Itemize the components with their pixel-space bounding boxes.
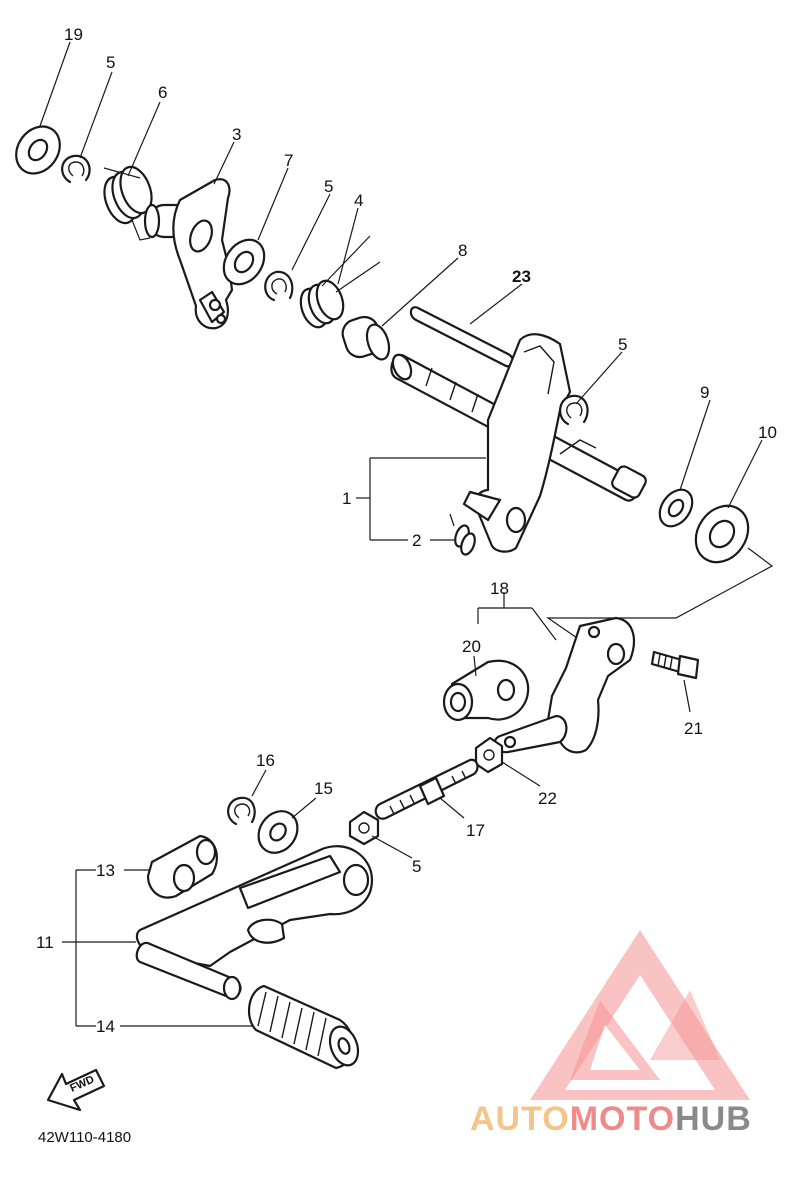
watermark-logo bbox=[530, 930, 750, 1100]
watermark-moto: MOTO bbox=[570, 1100, 675, 1138]
part-23-pin bbox=[409, 306, 515, 368]
part-11-oil-seal bbox=[694, 504, 750, 564]
watermark-hub: HUB bbox=[675, 1100, 752, 1138]
callout-6: 6 bbox=[158, 83, 167, 102]
callout-4: 4 bbox=[354, 191, 363, 210]
callout-17: 18 bbox=[490, 579, 509, 598]
callout-20: 17 bbox=[466, 821, 485, 840]
callout-1: 1 bbox=[342, 489, 351, 508]
callout-18: 20 bbox=[462, 637, 481, 656]
callout-5-b: 5 bbox=[324, 177, 333, 196]
part-21-nut bbox=[348, 810, 380, 846]
part-12-shift-pedal bbox=[135, 845, 374, 1001]
callout-5-a: 5 bbox=[106, 53, 115, 72]
svg-text:AUTOMOTOHUB: AUTOMOTOHUB bbox=[470, 1100, 752, 1138]
part-3-shift-arm bbox=[143, 178, 234, 330]
callout-9: 19 bbox=[64, 25, 83, 44]
assembly-link-line bbox=[546, 547, 774, 641]
part-18-rod-end bbox=[442, 659, 530, 722]
part-7-washer bbox=[222, 238, 266, 286]
callout-11: 10 bbox=[758, 423, 777, 442]
diagram-reference-code: 42W110-4180 bbox=[38, 1129, 131, 1146]
callout-labels: 19 5 6 3 7 5 4 8 23 5 9 10 1 2 18 20 21 … bbox=[36, 25, 777, 1036]
callout-10: 9 bbox=[700, 383, 709, 402]
part-14-pedal-rubber bbox=[247, 984, 360, 1070]
leader-lines bbox=[39, 41, 763, 1027]
callout-23: 23 bbox=[512, 267, 531, 286]
callout-14: 14 bbox=[96, 1017, 115, 1036]
callout-19: 21 bbox=[684, 719, 703, 738]
callout-12: 11 bbox=[36, 933, 54, 952]
part-8-collar bbox=[341, 315, 391, 361]
callout-7: 7 bbox=[284, 151, 293, 170]
watermark-auto: AUTO bbox=[470, 1100, 570, 1138]
part-19-bolt bbox=[650, 650, 700, 680]
part-20-threaded-rod bbox=[374, 758, 479, 820]
part-15-washer bbox=[257, 810, 299, 854]
part-10-washer bbox=[658, 488, 694, 528]
watermark-text: AUTOMOTOHUB bbox=[470, 1100, 752, 1138]
callout-22: 22 bbox=[538, 789, 557, 808]
part-1-shift-shaft bbox=[390, 333, 647, 553]
part-5-circlip-a bbox=[61, 154, 91, 184]
callout-8: 8 bbox=[458, 241, 467, 260]
part-16-circlip bbox=[227, 796, 256, 826]
part-5-circlip-c bbox=[559, 394, 589, 426]
part-5-circlip-b bbox=[264, 270, 294, 302]
part-22-nut bbox=[474, 736, 504, 774]
part-13-rod-end bbox=[146, 834, 218, 899]
part-2-spring bbox=[449, 513, 476, 556]
part-17-shift-arm bbox=[493, 616, 635, 754]
callout-13: 13 bbox=[96, 861, 115, 880]
callout-5-c: 5 bbox=[618, 335, 627, 354]
callout-3: 3 bbox=[232, 125, 241, 144]
part-9-washer bbox=[15, 125, 61, 175]
callout-2: 2 bbox=[412, 531, 421, 550]
fwd-arrow-icon: FWD bbox=[46, 1068, 106, 1112]
callout-15: 15 bbox=[314, 779, 333, 798]
part-6-spring bbox=[103, 165, 153, 241]
part-4-spring bbox=[299, 235, 381, 329]
callout-16: 16 bbox=[256, 751, 275, 770]
callout-21: 5 bbox=[412, 857, 421, 876]
